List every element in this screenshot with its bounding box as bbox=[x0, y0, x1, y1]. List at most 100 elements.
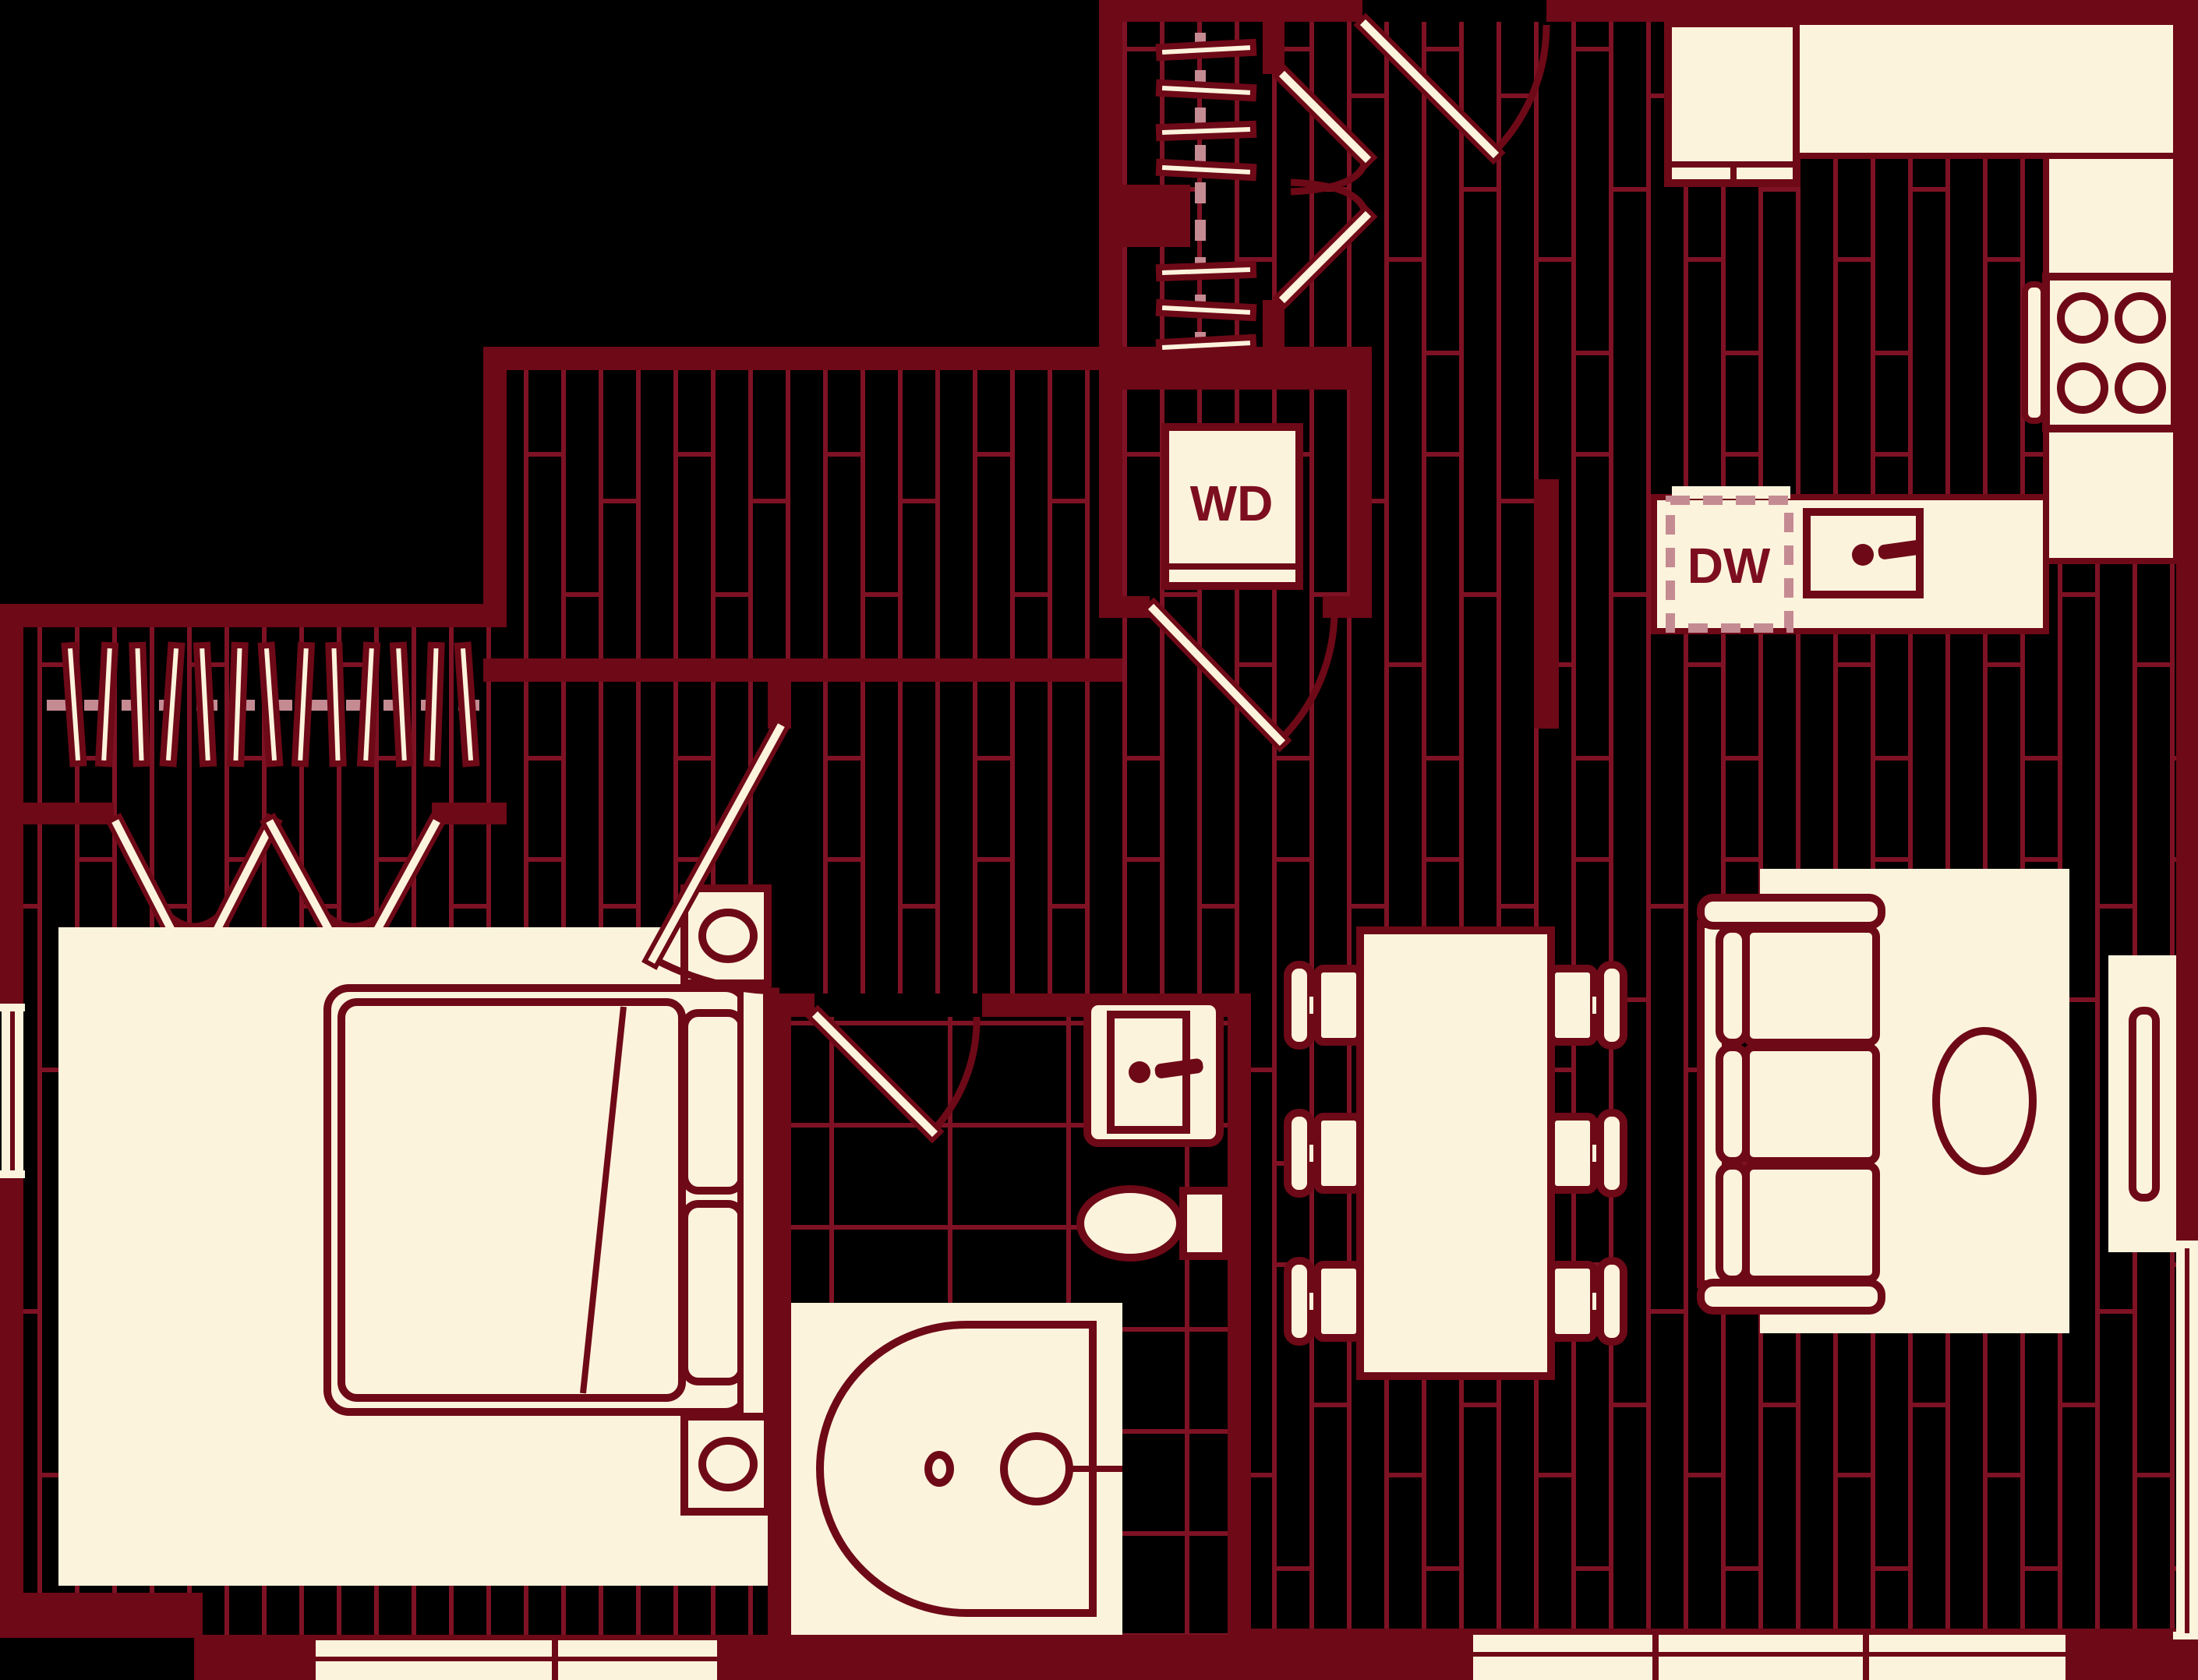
wall-laundry-bottom-right bbox=[1323, 596, 1372, 618]
wall-bath-right bbox=[1228, 994, 1251, 1680]
pillow bbox=[680, 1200, 746, 1385]
laundry-closet: WD bbox=[1141, 423, 1338, 753]
faucet-handle-icon bbox=[1878, 540, 1924, 559]
window-bedroom-left bbox=[0, 1004, 25, 1178]
bathroom bbox=[791, 997, 1230, 1635]
counter-notch bbox=[1672, 486, 1790, 499]
toilet-bowl bbox=[1076, 1185, 1184, 1262]
wall-bedroom-step-down bbox=[194, 1638, 216, 1680]
washer-dryer-label: WD bbox=[1190, 475, 1274, 531]
nightstand-bottom bbox=[680, 1413, 772, 1516]
closet-hangers bbox=[61, 641, 480, 768]
bathtub bbox=[791, 1303, 1122, 1635]
sofa-back-cushion bbox=[1716, 925, 1750, 1046]
headboard bbox=[737, 979, 769, 1420]
tv-console bbox=[2108, 955, 2176, 1252]
laundry-door bbox=[1141, 597, 1338, 753]
hanger-icon bbox=[1155, 260, 1257, 282]
counter-peninsula bbox=[1651, 494, 2049, 634]
tub-drain-icon bbox=[924, 1451, 954, 1487]
entry-door bbox=[1353, 12, 1550, 165]
wall-hall-left bbox=[483, 347, 507, 627]
chair bbox=[1284, 961, 1364, 1050]
window-living-right bbox=[2173, 1241, 2198, 1639]
wall-laundry-right bbox=[1350, 390, 1372, 618]
living-area bbox=[1697, 869, 2176, 1333]
window-living-bottom bbox=[1473, 1635, 2065, 1680]
hanger-icon bbox=[193, 641, 217, 768]
closet-hangers bbox=[1155, 38, 1257, 357]
window-bedroom-bottom bbox=[316, 1640, 717, 1680]
burner-icon bbox=[2057, 292, 2108, 344]
kitchen-peninsula: DW bbox=[1651, 486, 2049, 634]
hanger-icon bbox=[1155, 334, 1257, 357]
outside-notch bbox=[0, 1638, 194, 1680]
blanket-fold bbox=[580, 1006, 627, 1394]
tub-basin bbox=[815, 1321, 1097, 1617]
chair bbox=[1284, 1257, 1364, 1346]
faucet-icon bbox=[1852, 544, 1874, 566]
wall-bed-closet-stub-left bbox=[23, 803, 114, 824]
hanger-icon bbox=[1155, 120, 1257, 142]
sofa-seat-cushion bbox=[1742, 925, 1880, 1046]
chair bbox=[1547, 1257, 1627, 1346]
hanger-icon bbox=[356, 641, 381, 768]
bed-blanket bbox=[337, 998, 686, 1402]
hanger-icon bbox=[94, 641, 119, 768]
sofa-seat-cushion bbox=[1742, 1043, 1880, 1165]
entry-closet-doors bbox=[1272, 64, 1378, 310]
floor-hall-upper bbox=[507, 370, 1122, 658]
hanger-icon bbox=[61, 641, 87, 768]
stove bbox=[2022, 273, 2179, 432]
hanger-icon bbox=[159, 641, 186, 768]
hanger-icon bbox=[129, 641, 150, 768]
hanger-icon bbox=[1155, 298, 1257, 322]
wall-left-lower bbox=[0, 1173, 23, 1593]
bathroom-door bbox=[805, 1004, 981, 1144]
vanity bbox=[1083, 997, 1224, 1147]
wall-entry-closet-stub-top bbox=[1263, 22, 1285, 74]
hanger-icon bbox=[291, 641, 316, 768]
faucet-icon bbox=[1129, 1061, 1150, 1083]
tv-icon bbox=[2129, 1007, 2160, 1202]
wall-left-upper bbox=[0, 604, 23, 1009]
chair bbox=[1284, 1109, 1364, 1198]
wall-hall-top bbox=[483, 347, 1122, 370]
entry-closet bbox=[1155, 33, 1378, 357]
sofa-armrest bbox=[1697, 1279, 1885, 1315]
faucet-handle-icon bbox=[1154, 1058, 1203, 1078]
hanger-icon bbox=[389, 641, 414, 768]
counter-top bbox=[1793, 19, 2179, 159]
wall-bedroom-bath-shared bbox=[768, 994, 791, 1680]
dining-area bbox=[1284, 926, 1627, 1380]
washer-dryer-unit bbox=[1161, 423, 1303, 590]
sofa-armrest bbox=[1697, 894, 1885, 930]
kitchen: DW bbox=[1651, 19, 2179, 634]
refrigerator bbox=[1664, 19, 1800, 187]
wall-laundry-bottom-left bbox=[1099, 596, 1150, 618]
lamp-icon bbox=[698, 909, 758, 963]
hanger-icon bbox=[325, 641, 347, 768]
bed bbox=[323, 979, 769, 1420]
sofa-back-cushion bbox=[1716, 1043, 1750, 1165]
wall-entry-closet-block bbox=[1122, 185, 1190, 247]
wall-bottom-bathroom bbox=[791, 1635, 1251, 1680]
wall-right-upper bbox=[2176, 0, 2198, 1245]
burner-icon bbox=[2115, 362, 2166, 414]
dishwasher-label: DW bbox=[1687, 538, 1771, 594]
chair bbox=[1547, 1109, 1627, 1198]
hanger-icon bbox=[1155, 158, 1257, 182]
coffee-table bbox=[1932, 1027, 2037, 1175]
dishwasher bbox=[1666, 496, 1793, 633]
sofa bbox=[1697, 894, 1885, 1315]
burner-icon bbox=[2057, 362, 2108, 414]
dining-chairs bbox=[1284, 961, 1627, 1346]
bedroom-door bbox=[641, 717, 791, 995]
wall-kitchen-column bbox=[1534, 479, 1559, 729]
lamp-icon bbox=[698, 1437, 758, 1491]
sofa-seat-cushion bbox=[1742, 1162, 1880, 1283]
hanger-icon bbox=[1155, 38, 1257, 62]
toilet-tank bbox=[1179, 1187, 1230, 1260]
wall-closet-top bbox=[0, 604, 507, 627]
